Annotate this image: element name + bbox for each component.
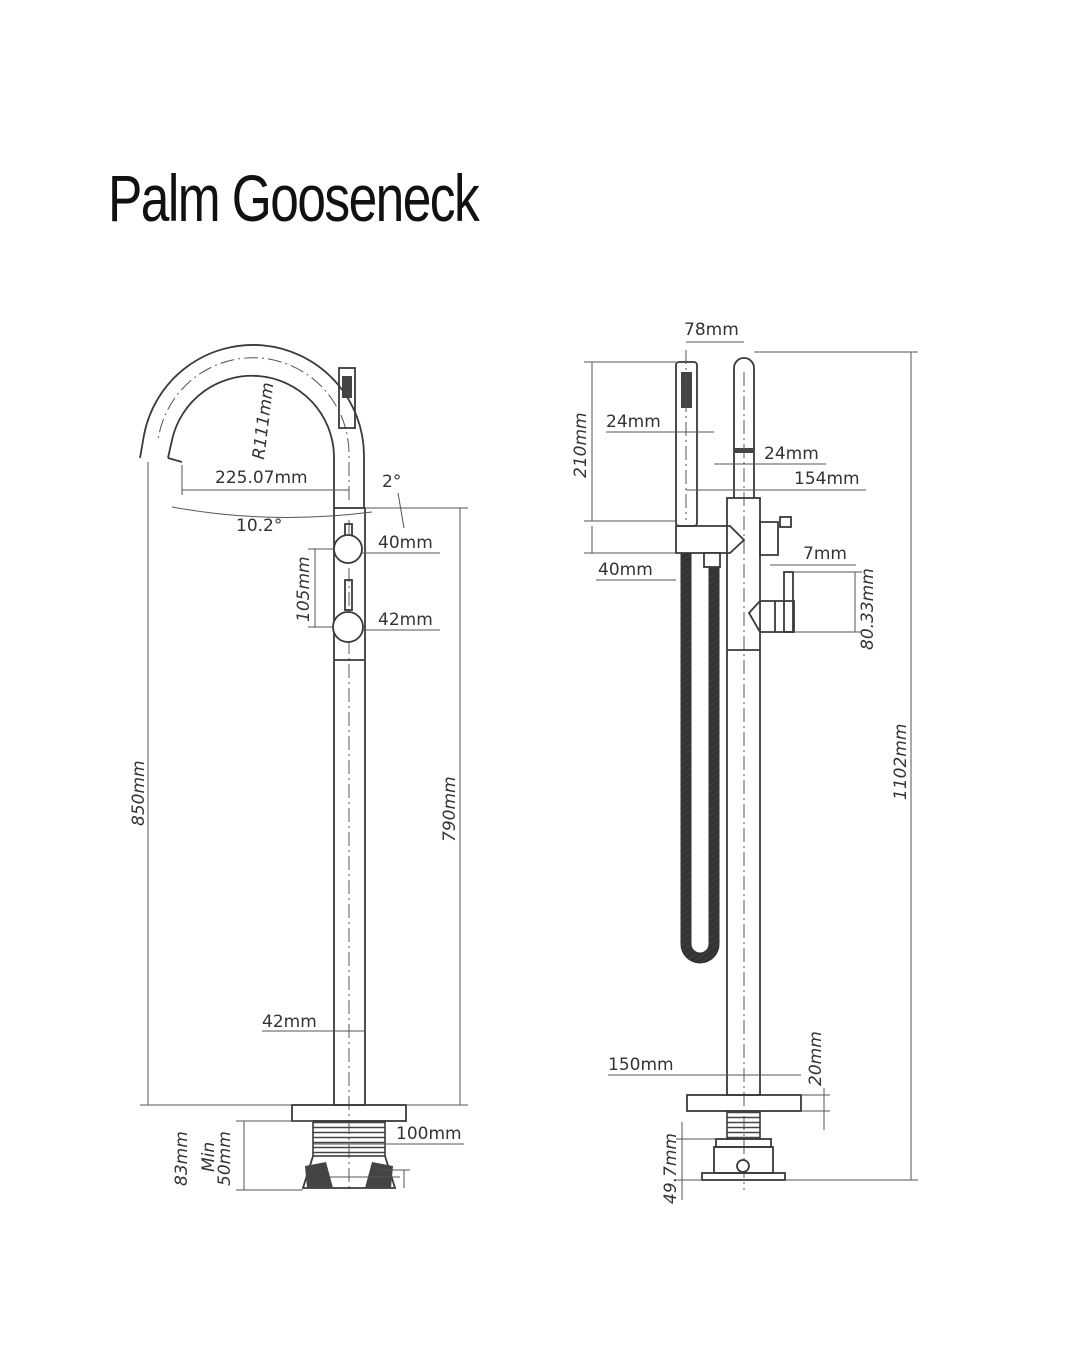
min-label: Min: [199, 1142, 219, 1172]
base-dia-label: 100mm: [396, 1124, 462, 1144]
spout-dia-label: 24mm: [764, 444, 819, 464]
handset-height-label: 210mm: [571, 412, 591, 478]
faucet-side-outline: [675, 350, 802, 1190]
side-dimension-lines: [584, 341, 918, 1200]
faucet-front-outline: [139, 344, 407, 1190]
holder-height-label: 40mm: [598, 560, 653, 580]
handset-dia-label: 24mm: [606, 412, 661, 432]
handle1-dia-label: 40mm: [378, 533, 433, 553]
lever-width-label: 7mm: [803, 544, 847, 564]
handle2-dia-label: 42mm: [378, 610, 433, 630]
radius-label: R111mm: [249, 381, 278, 460]
sub-depth-label: 83mm: [172, 1131, 192, 1186]
base-width-label: 150mm: [608, 1055, 674, 1075]
front-view: R111mm 225.07mm 2° 10.2° 40mm 105mm 42mm…: [129, 344, 468, 1191]
handle-spacing-label: 105mm: [294, 556, 314, 622]
tilt-small-label: 2°: [382, 472, 401, 492]
front-dimension-lines: [140, 462, 468, 1191]
body-height-label: 790mm: [440, 776, 460, 842]
front-dimension-labels: R111mm 225.07mm 2° 10.2° 40mm 105mm 42mm…: [129, 381, 462, 1186]
min-depth-label: 50mm: [215, 1131, 235, 1186]
spout-reach-label: 225.07mm: [215, 468, 308, 488]
lever-height-label: 80.33mm: [858, 568, 878, 650]
pipe-dia-label: 42mm: [262, 1012, 317, 1032]
base-thickness-label: 20mm: [806, 1031, 826, 1086]
overall-height-label: 1102mm: [891, 724, 911, 800]
page-title: Palm Gooseneck: [108, 161, 480, 235]
side-view: 78mm 210mm 24mm 24mm 154mm 40mm 7mm 80.3…: [571, 320, 918, 1204]
projection-label: 154mm: [794, 469, 860, 489]
tilt-spout-label: 10.2°: [236, 516, 282, 536]
side-dimension-labels: 78mm 210mm 24mm 24mm 154mm 40mm 7mm 80.3…: [571, 320, 911, 1204]
spacing-top-label: 78mm: [684, 320, 739, 340]
total-height-label: 850mm: [129, 760, 149, 826]
sub-height-label: 49.7mm: [661, 1133, 681, 1204]
